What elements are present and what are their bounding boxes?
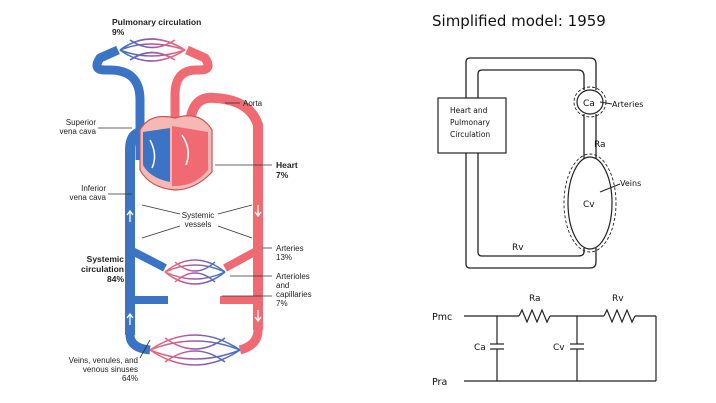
pulmonary-capillary-bed — [119, 38, 186, 62]
circuit-rv-label: Rv — [612, 294, 624, 304]
veins-line2: venous sinuses — [83, 365, 138, 374]
pulmonary-vein — [170, 45, 213, 120]
arteries-label: Arteries — [612, 100, 643, 109]
pulmonary-label: Pulmonary circulation — [112, 17, 201, 27]
veins-line1: Veins, venules, and — [69, 356, 138, 365]
veins-label: Veins — [620, 179, 641, 188]
heart-box-line3: Circulation — [450, 130, 490, 139]
aorta-vessel — [184, 92, 263, 330]
circuit-ra-label: Ra — [529, 294, 541, 304]
ra-label: Ra — [594, 140, 606, 150]
arteries-pointer — [599, 101, 613, 105]
circuit-diagram — [464, 308, 657, 382]
circuit-cv-label: Cv — [553, 343, 565, 353]
heart-box-line1: Heart and — [450, 106, 488, 115]
systemic-circ-pct: 84% — [107, 274, 124, 284]
veins-pct: 64% — [122, 374, 138, 383]
systemic-artery-bottom — [238, 329, 263, 355]
superior-vc-line1: Superior — [66, 118, 97, 127]
systemic-capillary-bed-2 — [149, 334, 241, 366]
rv-label: Rv — [512, 243, 524, 253]
superior-vc-line2: vena cava — [60, 127, 97, 136]
systemic-vessels-line2: vessels — [185, 220, 212, 229]
ca-distension — [573, 86, 607, 118]
systemic-vessels-line1: Systemic — [182, 211, 214, 220]
heart-box — [437, 97, 507, 154]
pulmonary-pct: 9% — [112, 27, 125, 37]
model-title: Simplified model: 1959 — [432, 12, 606, 30]
systemic-circ-line1: Systemic — [87, 254, 125, 264]
inferior-vc-line2: vena cava — [70, 193, 107, 202]
ca-label: Ca — [583, 99, 595, 109]
ra-resistor — [518, 308, 551, 324]
inferior-vc-line1: Inferior — [81, 184, 106, 193]
heart-graphic — [139, 115, 213, 191]
arterioles-pct: 7% — [276, 299, 288, 308]
cv-label: Cv — [583, 200, 595, 210]
leader-lines — [98, 102, 272, 359]
simplified-model: Simplified model: 1959 Heart and Pulmona… — [432, 12, 643, 269]
cv-compartment — [567, 156, 613, 250]
cv-distension — [563, 153, 617, 253]
systemic-vein-branch-1 — [128, 246, 167, 272]
systemic-artery-branch-1 — [223, 246, 260, 272]
systemic-circ-line2: circulation — [81, 264, 124, 274]
arterioles-line2: and — [276, 281, 289, 290]
arterioles-line3: capillaries — [276, 290, 312, 299]
systemic-capillary-bed-1 — [164, 259, 226, 285]
circulation-diagram: Pulmonary circulation 9% Aorta Superior … — [60, 17, 312, 383]
pmc-label: Pmc — [432, 312, 452, 323]
systemic-vein-bottom — [125, 334, 151, 355]
veins-pointer — [599, 183, 621, 193]
heart-pct: 7% — [276, 170, 289, 180]
circuit-ca-label: Ca — [474, 343, 486, 353]
flow-arrows — [126, 205, 262, 325]
arteries-label: Arteries — [276, 244, 304, 253]
heart-box-line2: Pulmonary — [450, 118, 491, 127]
pra-label: Pra — [432, 377, 447, 388]
pulmonary-artery — [92, 45, 145, 160]
rv-resistor — [603, 308, 636, 324]
model-loop — [465, 57, 597, 269]
arterioles-line1: Arterioles — [276, 272, 310, 281]
arteries-pct: 13% — [276, 253, 292, 262]
heart-label: Heart — [276, 160, 298, 170]
aorta-label: Aorta — [243, 99, 263, 108]
